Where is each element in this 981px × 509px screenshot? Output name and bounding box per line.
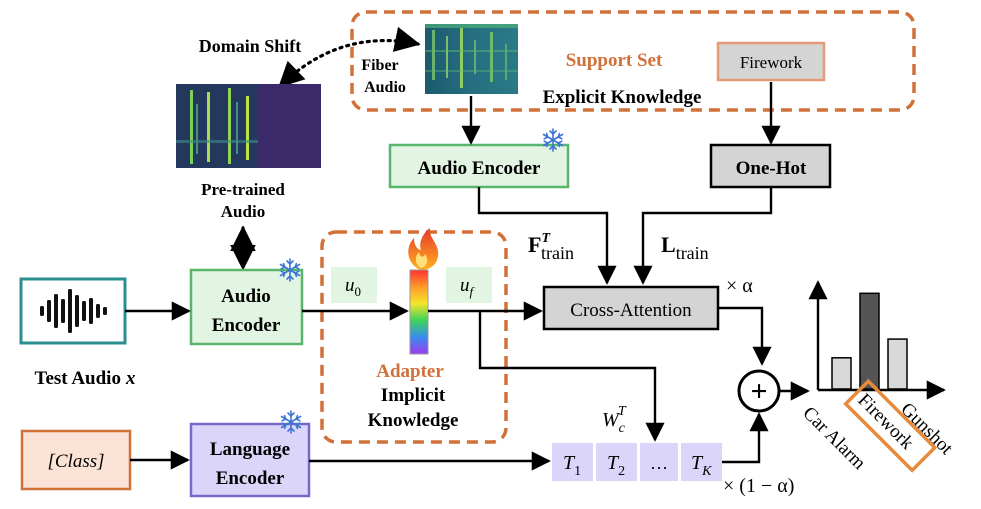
language-encoder-line2: Encoder [216,468,285,489]
token-t1 [552,443,593,481]
wc-label: WcT [602,404,627,436]
language-encoder-box [189,422,311,498]
token-t2-label: T2 [607,452,625,479]
fiber-audio-label-line2: Audio [364,79,406,96]
audio-encoder-left-box [189,268,304,346]
fire-icon [408,228,439,270]
arrow-tokens-to-plus [722,412,769,464]
token-dots [640,443,678,481]
token-t1-label: T1 [563,452,581,479]
token-tk-label: TK [691,452,712,479]
test-audio-box [19,277,127,345]
implicit-knowledge-line1: Implicit [381,385,446,406]
implicit-knowledge-line2: Knowledge [368,410,459,431]
l-train-label: Ltrain [661,232,709,263]
fiber-audio-spectrogram [425,24,518,94]
pretrained-audio-line1: Pre-trained [201,180,285,199]
class-label: [Class] [47,451,104,472]
u0-box [331,267,377,303]
bar-car-alarm [831,357,852,390]
support-set-label: Support Set [566,50,663,71]
output-bar-chart [808,280,946,400]
pretrained-audio-spectrogram [176,84,321,168]
fiber-audio-label-line1: Fiber [361,57,398,74]
one-hot-label: One-Hot [736,158,807,179]
token-tk [681,443,722,481]
uf-box [446,267,492,303]
times-one-minus-alpha-label: × (1 − α) [723,475,794,497]
audio-encoder-left-line1: Audio [221,286,271,307]
adapter-rainbow-bar [409,269,429,355]
implicit-knowledge-region [320,230,508,444]
firework-label: Firework [740,53,803,72]
arrow-ltrain-path [633,187,773,285]
cross-attention-label: Cross-Attention [570,300,692,321]
bar-gunshot [887,338,908,390]
audio-encoder-left-line2: Encoder [212,315,281,336]
audio-encoder-top-label: Audio Encoder [418,158,542,179]
language-encoder-line1: Language [210,439,290,460]
token-dots-label: … [650,453,668,473]
adapter-label: Adapter [376,361,444,382]
u0-label: u0 [345,275,361,299]
times-alpha-label: × α [726,275,753,297]
domain-shift-arrow [278,26,421,88]
plus-icon: + [750,375,767,408]
uf-label: uf [460,275,476,299]
explicit-knowledge-label: Explicit Knowledge [543,87,702,108]
token-t2 [596,443,637,481]
waveform-icon [40,289,107,333]
firework-highlight-box [843,378,938,473]
arrow-cross-to-plus [718,306,772,366]
pretrained-audio-line2: Audio [221,202,265,221]
domain-shift-label: Domain Shift [199,36,302,56]
arrow-uf-to-tokens [478,311,665,442]
category-car-alarm: Car Alarm [798,403,869,474]
one-hot-box [709,143,832,189]
class-token-row [552,443,722,481]
arrow-ftrain-path [477,187,617,285]
bar-firework [859,292,880,390]
sum-node [737,369,781,413]
firework-label-box [716,41,826,82]
class-box [20,429,132,491]
